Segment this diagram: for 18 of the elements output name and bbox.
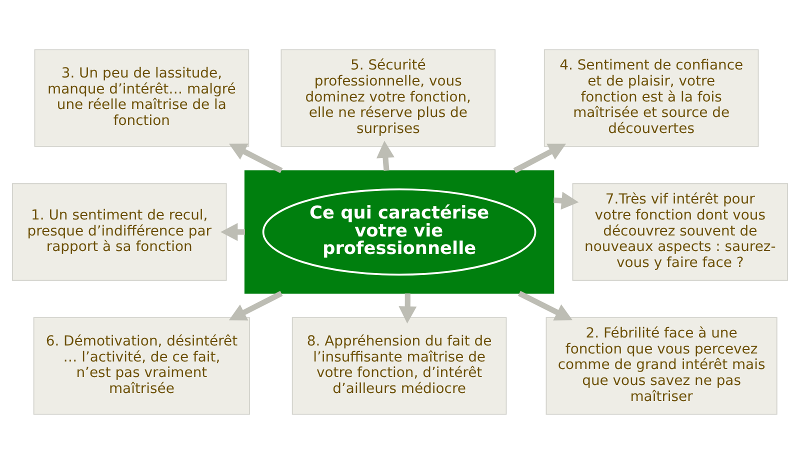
node-box: 6. Démotivation, désintérêt … l’activité, de ce fait, n’est pas vraiment maîtrisée	[33, 316, 250, 414]
node-box: 4. Sentiment de confiance et de plaisir, votre fonction est à la fois maîtrisée et source de découvertes	[544, 48, 759, 146]
node-box: 5. Sécurité professionnelle, vous dominez votre fonction, elle ne réserve plus de surprises	[280, 48, 496, 146]
arrow	[554, 191, 579, 210]
node-box: 3. Un peu de lassitude, manque d’intérêt… malgré une réelle maîtrise de la fonction	[34, 48, 250, 146]
node-box: 2. Fébrilité face à une fonction que vous percevez comme de grand intérêt mais que vous savez ne pas maîtriser	[546, 316, 778, 414]
arrow	[513, 143, 566, 173]
node-ellipse: Ce qui caractérise votre vie professionnelle	[262, 188, 536, 276]
arrow	[228, 290, 283, 320]
cluster	[244, 170, 554, 294]
arrow	[398, 292, 417, 323]
arrow	[228, 143, 283, 173]
node-box: 1. Un sentiment de recul, presque d’indifférence par rapport à sa fonction	[12, 182, 227, 280]
node-box: 8. Appréhension du fait de l’insuffisante maîtrise de votre fonction, d’intérêt d’ailleurs médiocre	[292, 316, 507, 414]
node-box: 7.Très vif intérêt pour votre fonction dont vous découvrez souvent de nouveaux aspects : saurez-vous y faire face ?	[572, 182, 788, 280]
arrow	[376, 140, 394, 170]
arrow	[518, 290, 572, 320]
arrow	[220, 222, 245, 240]
